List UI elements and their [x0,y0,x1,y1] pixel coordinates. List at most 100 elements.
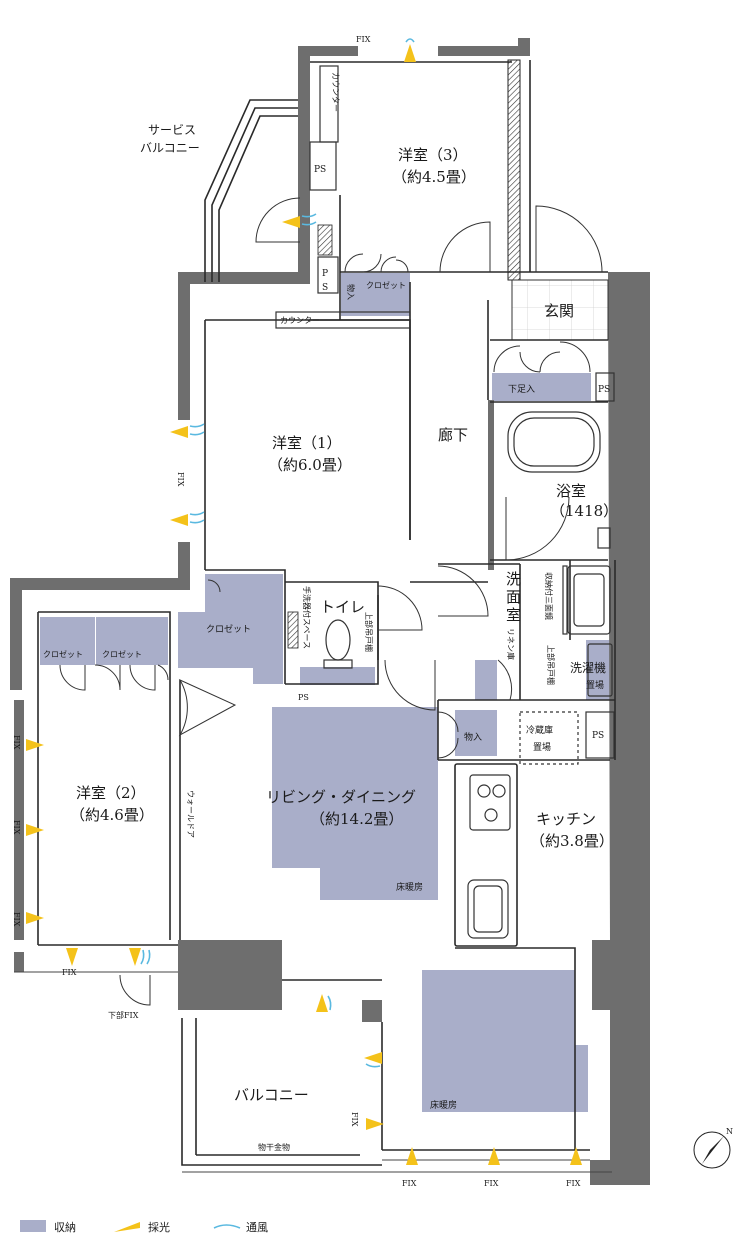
wall-bedroom3-corner [518,38,530,56]
fix-top: FIX [356,35,371,44]
closet-label-bedroom2-right: クロゼット [102,649,142,659]
washer-label-2: 置場 [586,679,604,691]
storage-bedroom2-closet-right [96,617,168,665]
symbol-bottom-1 [406,1147,418,1165]
counter-label-bedroom1: カウンター [280,316,320,325]
kitchen-size: （約3.8畳） [530,832,614,850]
service-balcony-label-2: バルコニー [140,141,200,155]
legend: 収納 採光 通風 [20,1220,268,1234]
legend-storage-label: 収納 [54,1221,76,1234]
storage-label-living: 物入 [464,731,482,743]
north-compass-icon: N [693,1127,733,1169]
fix-bottom-3: FIX [566,1179,581,1188]
fix-bottom-2: FIX [484,1179,499,1188]
storage-label-bedroom3: 物入 [346,284,356,300]
legend-wind-label: 通風 [246,1221,268,1234]
symbol-bottom-3 [570,1147,582,1165]
symbol-bedroom2-b [26,824,44,836]
floor-heating-label-living: 床暖房 [396,881,423,893]
legend-light-swatch [114,1222,140,1232]
symbol-bedroom2-bottom [66,948,78,966]
storage-washroom-linen [475,660,497,700]
counter-label-top: カウンター [331,72,340,112]
fix-labels: FIX FIX FIX FIX FIX FIX FIX FIX FIX FIX [12,35,581,1188]
washroom-label-3: 室 [506,606,521,624]
wall-hatched-toilet [287,611,299,649]
fixture-labels: カウンター カウンター PS P S 物入 クロゼット 下足入 PS クロゼット… [43,72,610,1152]
bedroom3-size: （約4.5畳） [392,168,476,186]
storage-shoe-cabinet-2 [558,373,591,401]
washroom-label-1: 洗 [506,570,521,588]
storage-bedroom3-cabinet [341,273,363,316]
symbol-bedroom2-a [26,739,44,751]
legend-light-label: 採光 [148,1220,170,1234]
washer-label-1: 洗濯機 [570,660,606,675]
kitchen-sink [467,879,509,939]
closet-label-bedroom1: クロゼット [206,623,251,635]
linen-label: リネン庫 [506,628,516,660]
ps-label-kitchen: PS [592,731,604,741]
shoe-storage-label: 下足入 [508,384,535,395]
symbol-living-top [316,994,332,1012]
wall-bath-left [488,400,494,570]
legend-storage-swatch [20,1220,46,1232]
wall-right [592,272,650,1185]
ps-label-toilet: PS [298,693,309,702]
walk-door-label: ウォールドア [186,790,195,838]
living-size: （約14.2畳） [310,810,403,828]
mirror-label: 収納付三面鏡 [544,572,554,620]
symbol-bedroom2-c [26,912,44,924]
hallway-label: 廊下 [438,426,468,444]
svg-text:N: N [726,1127,733,1136]
storage-bedroom1-closet [178,574,283,684]
walls [10,38,650,1185]
bath-size: （1418） [550,502,618,520]
bath-name: 浴室 [556,482,586,500]
wall-left-lower [14,700,24,940]
wall-bottom-block [178,940,282,1010]
stove [469,774,511,831]
wall-bedroom3-top-right [438,46,530,56]
toilet-shelf-label: 上部吊戸棚 [364,612,374,652]
storage-bedroom2-closet-left [40,617,95,665]
wall-left-step [10,578,190,690]
storage-areas [40,273,614,1112]
symbol-bedroom2-bottom-b [129,948,151,966]
washbasin [567,565,611,635]
legend-wind-swatch [213,1224,241,1229]
floor-heating-living [272,707,438,900]
bathtub [507,411,601,473]
living-name: リビング・ダイニング [266,788,416,806]
closet-label-bedroom2-left: クロゼット [43,649,83,659]
window-symbols [26,38,582,1165]
room-labels: 洋室（3） （約4.5畳） 洋室（1） （約6.0畳） 洋室（2） （約4.6畳… [70,123,618,1104]
kitchen-name: キッチン [536,810,596,828]
wall-lines [37,60,616,1166]
bedroom1-size: （約6.0畳） [268,456,352,474]
toilet-bowl [325,619,351,661]
storage-living-cabinet [455,710,497,756]
wall-bedroom3-left [298,46,310,272]
wall-hatched-small [317,224,333,256]
ps-label-bedroom3: PS [314,165,326,175]
symbol-top [404,38,416,62]
fridge-label-2: 置場 [533,741,551,753]
wall-balcony-post [362,1000,382,1022]
s-label: S [322,283,328,293]
laundry-hardware-label: 物干金物 [258,1142,290,1152]
entrance-label: 玄関 [544,302,574,320]
fix-bedroom2-bottom: FIX [62,968,77,977]
symbol-bedroom1-a [170,423,205,438]
symbol-living-fix [366,1118,384,1130]
fridge-space [519,711,579,765]
symbol-living-mid [364,1052,382,1068]
symbol-bedroom1-b [170,511,205,526]
bedroom2-size: （約4.6畳） [70,806,154,824]
wall-left-upper [178,272,310,420]
fix-bottom-1: FIX [402,1179,417,1188]
toilet-space-label: 手洗器付スペース [302,586,312,649]
storage-bedroom3-closet [363,273,410,316]
bedroom2-name: 洋室（2） [76,784,146,802]
floor-heating-label-lower: 床暖房 [430,1099,457,1111]
